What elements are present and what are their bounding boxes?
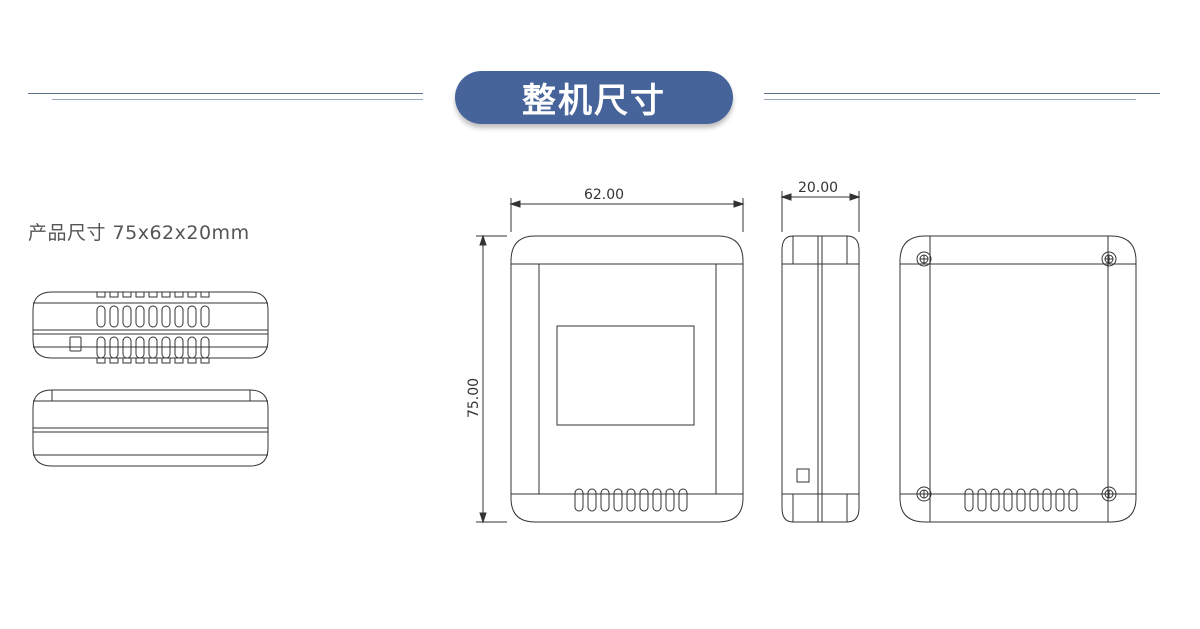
top-vent-slots-upper [96, 305, 210, 328]
vent-slot [600, 488, 610, 512]
vent-slot [574, 488, 584, 512]
vent-tick [174, 291, 184, 298]
vent-slot [200, 305, 210, 328]
vent-slot [148, 305, 158, 328]
vent-slot [639, 488, 649, 512]
vent-tick [148, 357, 158, 364]
vent-slot [161, 305, 171, 328]
vent-slot [135, 305, 145, 328]
screw-top-left [916, 251, 932, 267]
vent-slot [990, 488, 1000, 512]
vent-slot [1016, 488, 1026, 512]
vent-slot [174, 305, 184, 328]
vent-slot [626, 488, 636, 512]
front-view-drawing [510, 235, 744, 523]
top-vent-ticks-bottom [96, 357, 210, 364]
screw-bottom-right [1101, 486, 1117, 502]
side-view-drawing [781, 235, 860, 523]
vent-slot [652, 488, 662, 512]
header-line-right-bottom [764, 99, 1136, 100]
width-dimension [509, 198, 745, 232]
vent-tick [200, 291, 210, 298]
vent-tick [109, 291, 119, 298]
vent-tick [122, 291, 132, 298]
back-view-drawing [899, 235, 1137, 523]
vent-slot [109, 305, 119, 328]
header-line-left-top [28, 93, 423, 94]
vent-slot [977, 488, 987, 512]
vent-slot [613, 488, 623, 512]
depth-dimension-label: 20.00 [798, 180, 838, 196]
vent-slot [1029, 488, 1039, 512]
vent-slot [1068, 488, 1078, 512]
vent-slot [96, 305, 106, 328]
vent-tick [161, 291, 171, 298]
vent-slot [1003, 488, 1013, 512]
header-line-right-top [764, 93, 1160, 94]
screw-top-right [1101, 251, 1117, 267]
screw-bottom-left [916, 486, 932, 502]
back-vent-slots [964, 488, 1078, 512]
vent-tick [96, 357, 106, 364]
vent-tick [148, 291, 158, 298]
top-view-drawing [32, 291, 269, 364]
vent-slot [587, 488, 597, 512]
vent-tick [200, 357, 210, 364]
vent-tick [187, 291, 197, 298]
vent-slot [187, 305, 197, 328]
vent-tick [161, 357, 171, 364]
top-vent-ticks-top [96, 291, 210, 298]
vent-tick [174, 357, 184, 364]
display-window [556, 325, 695, 426]
connector-port [69, 336, 82, 352]
side-port [796, 468, 810, 483]
vent-tick [122, 357, 132, 364]
product-size-label: 产品尺寸 75x62x20mm [28, 222, 250, 244]
vent-tick [187, 357, 197, 364]
vent-slot [964, 488, 974, 512]
depth-dimension [780, 191, 861, 232]
vent-tick [96, 291, 106, 298]
vent-tick [109, 357, 119, 364]
bottom-view-drawing [32, 389, 269, 467]
vent-slot [1042, 488, 1052, 512]
width-dimension-label: 62.00 [584, 187, 624, 203]
vent-slot [665, 488, 675, 512]
section-title: 整机尺寸 [455, 71, 733, 124]
front-vent-slots [574, 488, 688, 512]
vent-slot [1055, 488, 1065, 512]
header-line-left-bottom [52, 99, 423, 100]
height-dimension-label: 75.00 [466, 378, 482, 418]
height-dimension [476, 234, 507, 524]
vent-tick [135, 357, 145, 364]
vent-slot [678, 488, 688, 512]
vent-slot [122, 305, 132, 328]
vent-tick [135, 291, 145, 298]
